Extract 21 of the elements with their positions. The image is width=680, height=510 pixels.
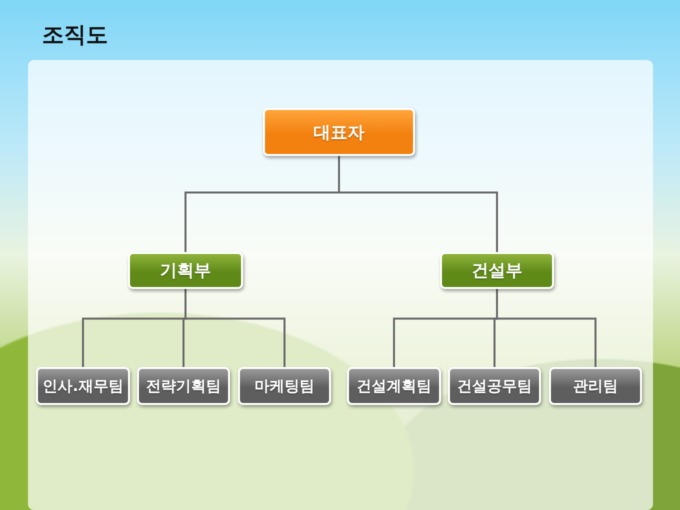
unit-name: 대표자 xyxy=(314,122,364,144)
org-box xyxy=(440,252,554,289)
org-box xyxy=(263,108,415,156)
unit-name: 기획부 xyxy=(160,260,211,282)
page-title: 조직도 xyxy=(42,22,108,50)
unit-name: 전략기획팀 xyxy=(146,376,221,396)
org-box xyxy=(238,367,331,405)
unit-name: 건설공무팀 xyxy=(457,376,532,396)
unit-name: 건설부 xyxy=(472,260,522,282)
org-box xyxy=(36,367,130,405)
org-box xyxy=(448,367,541,405)
org-box xyxy=(128,252,243,289)
unit-name: 인사.재무팀 xyxy=(42,376,124,396)
org-box xyxy=(137,367,230,405)
unit-name: 관리팀 xyxy=(573,376,618,396)
connector-line xyxy=(496,289,596,367)
unit-name: 마케팅팀 xyxy=(254,376,314,396)
org-box xyxy=(347,367,441,405)
unit-name: 건설계획팀 xyxy=(356,376,432,396)
org-box xyxy=(549,367,642,405)
connector-line xyxy=(184,289,286,367)
